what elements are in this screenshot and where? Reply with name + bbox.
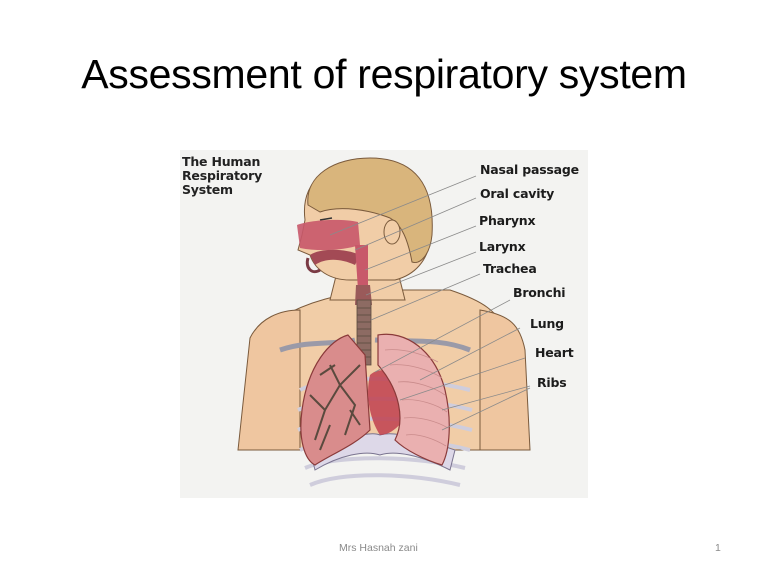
diagram-title: The Human Respiratory System (182, 154, 263, 197)
bronchi-shape (309, 364, 361, 451)
label-heart: Heart (535, 345, 574, 360)
label-lung: Lung (530, 316, 564, 331)
nasal-passage-shape (297, 219, 360, 251)
slide-title: Assessment of respiratory system (81, 51, 687, 97)
label-ribs: Ribs (537, 375, 567, 390)
anatomy-illustration (237, 157, 531, 487)
respiratory-system-diagram: The Human Respiratory System Nasal passa… (180, 150, 588, 498)
label-nasal-passage: Nasal passage (480, 162, 579, 177)
label-bronchi: Bronchi (513, 285, 566, 300)
pharynx-shape (355, 245, 368, 290)
label-oral-cavity: Oral cavity (480, 186, 555, 201)
footer-author: Mrs Hasnah zani (339, 542, 418, 554)
label-larynx: Larynx (479, 239, 526, 254)
label-leader-lines (329, 175, 531, 431)
slide-number: 1 (715, 542, 721, 554)
label-trachea: Trachea (483, 261, 537, 276)
label-pharynx: Pharynx (479, 213, 536, 228)
